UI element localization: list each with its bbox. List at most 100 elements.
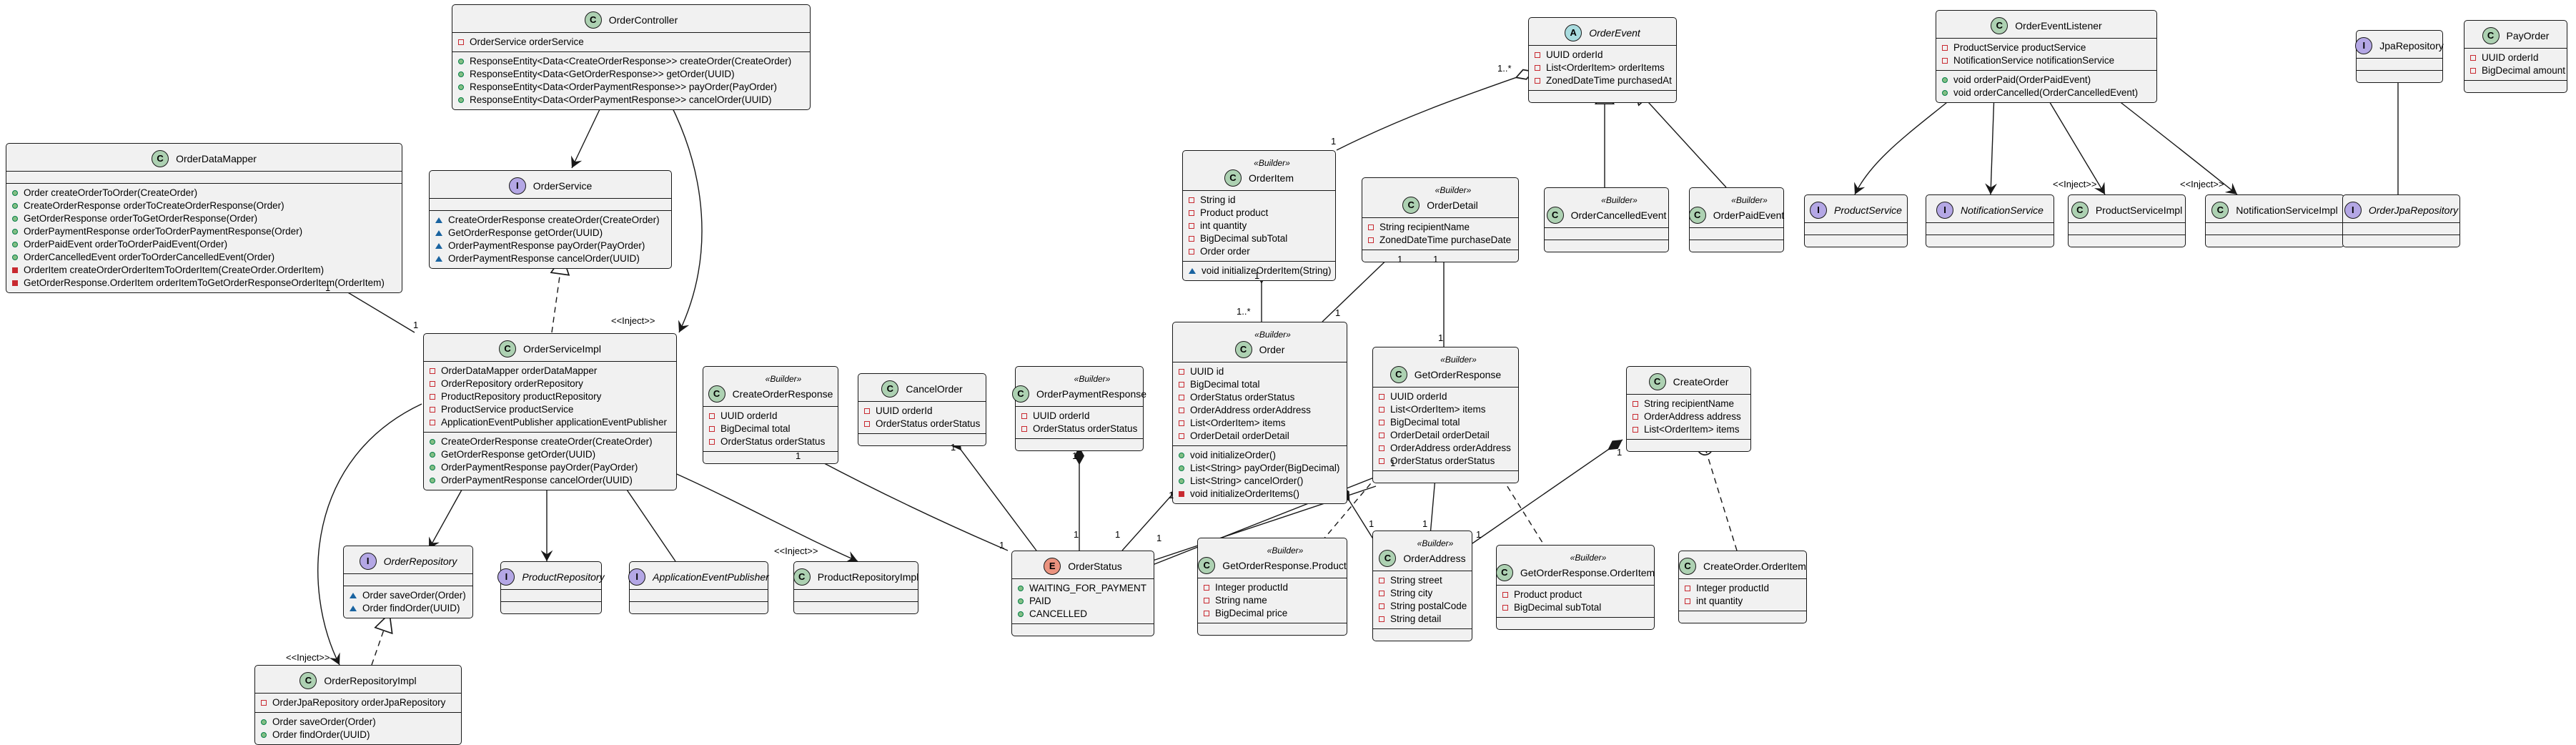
- label-mult-1-k: 1: [1254, 270, 1260, 281]
- public-visibility-icon: [12, 190, 18, 196]
- class-name: OrderJpaRepository: [2368, 204, 2459, 216]
- private-visibility-icon: [1633, 414, 1638, 420]
- stereotype-label: «Builder»: [1435, 185, 1472, 195]
- field-text: OrderRepository orderRepository: [441, 378, 583, 389]
- methods-section: [1545, 240, 1668, 252]
- private-visibility-icon: [430, 381, 435, 387]
- method-text: List<String> cancelOrder(): [1190, 475, 1304, 486]
- interface-badge-icon: I: [2355, 37, 2373, 54]
- label-mult-1-p: 1: [1438, 332, 1444, 343]
- private-visibility-icon: [2470, 55, 2476, 61]
- field-row: UUID id: [1179, 365, 1341, 378]
- methods-section: [1373, 471, 1518, 483]
- package-visibility-icon: [435, 256, 442, 262]
- private-visibility-icon: [1021, 413, 1027, 419]
- private-visibility-icon: [430, 407, 435, 413]
- methods-section: [1373, 629, 1472, 641]
- fields-section: [501, 590, 601, 602]
- class-badge-icon: C: [1991, 17, 2008, 34]
- class-name: PayOrder: [2506, 29, 2550, 41]
- field-text: String city: [1390, 588, 1433, 598]
- field-text: BigDecimal total: [720, 423, 791, 434]
- methods-section: Order saveOrder(Order)Order findOrder(UU…: [344, 586, 472, 618]
- public-visibility-icon: [458, 71, 464, 77]
- field-row: OrderRepository orderRepository: [430, 378, 670, 390]
- public-visibility-icon: [430, 452, 435, 458]
- private-visibility-icon: [1189, 249, 1194, 255]
- field-row: ProductRepository productRepository: [430, 390, 670, 403]
- interface-badge-icon: I: [1810, 202, 1828, 219]
- private-visibility-icon: [1685, 598, 1690, 604]
- field-row: OrderService orderService: [458, 36, 804, 49]
- method-row: OrderItem createOrderOrderItemToOrderIte…: [12, 264, 396, 277]
- field-text: String id: [1200, 194, 1236, 205]
- methods-section: Order createOrderToOrder(CreateOrder)Cre…: [6, 184, 402, 292]
- method-text: OrderPaymentResponse payOrder(PayOrder): [448, 240, 645, 251]
- field-text: String street: [1390, 575, 1442, 586]
- field-text: ProductRepository productRepository: [441, 391, 602, 402]
- field-row: NotificationService notificationService: [1942, 54, 2151, 67]
- label-mult-1-e: 1: [999, 540, 1005, 551]
- fields-section: [2343, 223, 2459, 235]
- methods-section: [2343, 235, 2459, 247]
- class-badge-icon: C: [1389, 366, 1407, 383]
- field-text: String name: [1215, 595, 1267, 606]
- methods-section: [2464, 81, 2567, 92]
- public-visibility-icon: [12, 216, 18, 222]
- public-visibility-icon: [430, 478, 435, 483]
- method-text: List<String> payOrder(BigDecimal): [1190, 463, 1340, 473]
- private-visibility-icon: [1021, 426, 1027, 432]
- field-row: ApplicationEventPublisher applicationEve…: [430, 416, 670, 429]
- label-inject-notificationserviceimpl: <<Inject>>: [2180, 179, 2224, 189]
- method-text: OrderCancelledEvent orderToOrderCancelle…: [24, 252, 275, 262]
- method-row: OrderPaymentResponse payOrder(PayOrder): [430, 461, 670, 474]
- private-visibility-icon: [1379, 458, 1384, 464]
- private-visibility-icon: [1379, 603, 1384, 609]
- public-visibility-icon: [12, 229, 18, 235]
- private-visibility-icon: [1535, 78, 1540, 84]
- method-row: Order findOrder(UUID): [261, 729, 455, 741]
- method-text: void orderPaid(OrderPaidEvent): [1953, 74, 2091, 85]
- private-visibility-icon: [1379, 591, 1384, 596]
- field-row: String id: [1189, 194, 1329, 207]
- private-visibility-icon: [1179, 491, 1184, 497]
- private-visibility-icon: [1189, 197, 1194, 203]
- class-name: OrderDetail: [1427, 199, 1478, 211]
- field-row: List<OrderItem> items: [1633, 423, 1745, 436]
- private-visibility-icon: [1179, 382, 1184, 388]
- public-visibility-icon: [12, 242, 18, 247]
- interface-badge-icon: I: [628, 568, 646, 586]
- field-text: String detail: [1390, 613, 1442, 624]
- field-text: List<OrderItem> items: [1644, 424, 1740, 435]
- field-text: String recipientName: [1644, 398, 1735, 409]
- class-badge-icon: C: [299, 672, 317, 689]
- method-row: OrderPaymentResponse cancelOrder(UUID): [430, 474, 670, 487]
- public-visibility-icon: [1179, 453, 1184, 458]
- stereotype-label: «Builder»: [1074, 374, 1111, 384]
